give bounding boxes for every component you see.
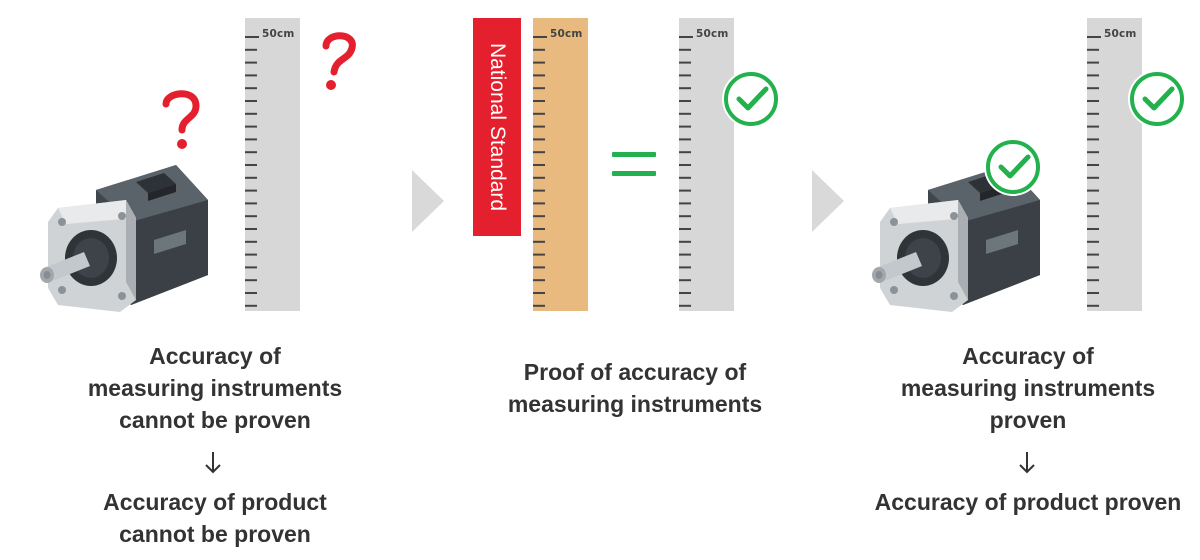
ruler-unit-label: 50cm	[262, 28, 295, 40]
caption-left: Accuracy of measuring instruments cannot…	[40, 340, 390, 436]
chevron-right-icon	[412, 170, 444, 232]
motor-icon	[872, 165, 1040, 312]
caption-line: measuring instruments	[900, 375, 1156, 401]
caption-right: Accuracy of measuring instruments proven	[853, 340, 1200, 436]
equals-icon	[612, 152, 656, 176]
caption-line: Accuracy of	[962, 343, 1094, 369]
check-circle-icon	[984, 138, 1042, 196]
caption-line: proven	[989, 407, 1067, 433]
motor-icon	[40, 165, 208, 312]
chevron-right-icon	[812, 170, 844, 232]
caption-left-sub: Accuracy of product cannot be proven	[40, 486, 390, 550]
ruler-standard: 50cm	[533, 18, 588, 311]
check-circle-icon	[722, 70, 780, 128]
question-mark-icon	[322, 32, 356, 90]
ruler-unit-label: 50cm	[1104, 28, 1137, 40]
ruler-unit-label: 50cm	[550, 28, 583, 40]
national-standard-label: National Standard	[486, 42, 509, 212]
caption-line: cannot be proven	[119, 407, 311, 433]
caption-line: cannot be proven	[119, 521, 311, 547]
check-circle-icon	[1128, 70, 1186, 128]
ruler-left: 50cm	[245, 18, 300, 311]
ruler-middle: 50cm	[679, 18, 734, 311]
question-mark-icon	[162, 90, 200, 149]
down-arrow-icon	[205, 452, 221, 474]
caption-line: Proof of accuracy of	[523, 359, 747, 385]
caption-line: Accuracy of	[149, 343, 281, 369]
down-arrow-icon	[1019, 452, 1035, 474]
caption-line: measuring instruments	[507, 391, 763, 417]
caption-line: Accuracy of product	[103, 489, 327, 515]
caption-line: Accuracy of product proven	[874, 489, 1182, 515]
ruler-unit-label: 50cm	[696, 28, 729, 40]
caption-middle: Proof of accuracy of measuring instrumen…	[460, 356, 810, 420]
caption-line: measuring instruments	[87, 375, 343, 401]
national-standard-bar: National Standard	[473, 18, 521, 236]
caption-right-sub: Accuracy of product proven	[853, 486, 1200, 518]
ruler-right: 50cm	[1087, 18, 1142, 311]
